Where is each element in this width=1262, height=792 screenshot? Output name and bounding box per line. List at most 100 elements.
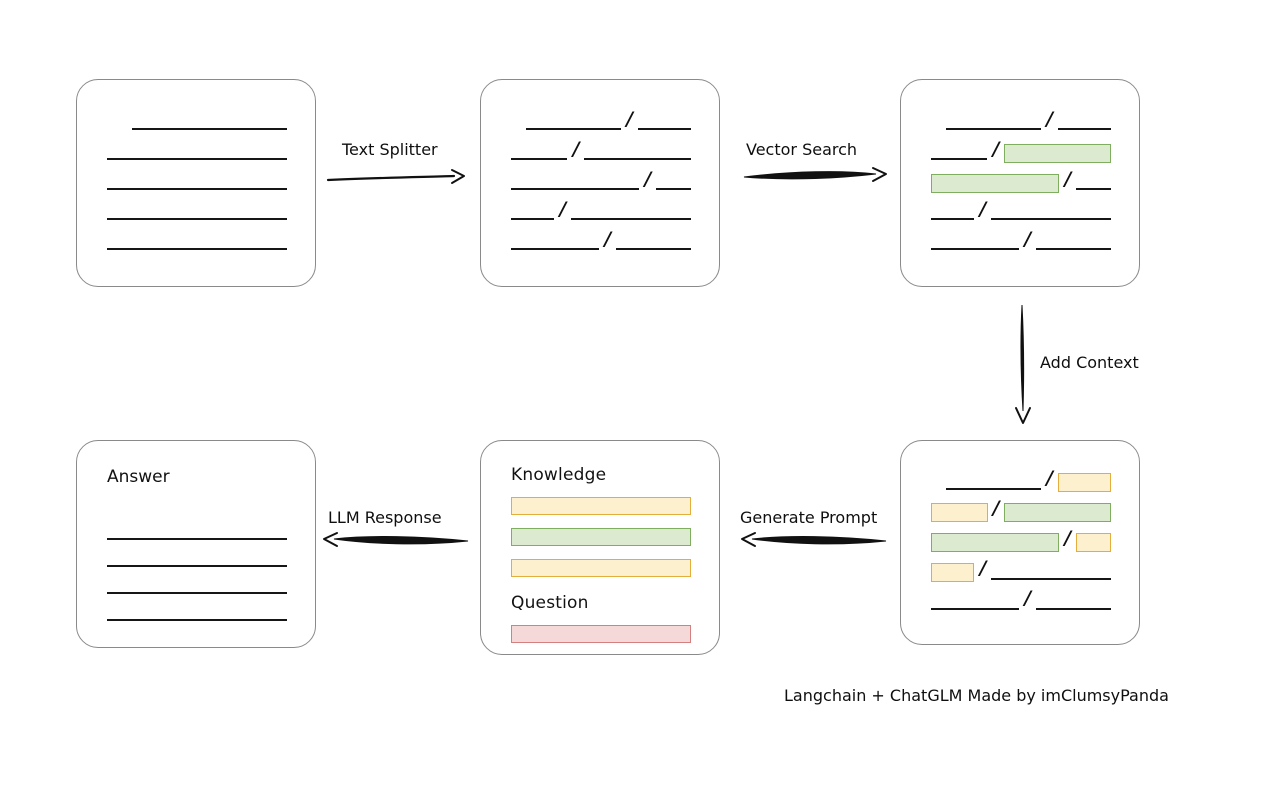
text-line-segment [511,206,555,220]
matched-chunks-rows: ///// [901,80,1139,286]
context-chunks-box: / / / / / [900,440,1140,645]
highlighted-segment-yellow [931,563,975,582]
text-line-segment [946,476,1042,490]
text-line-segment [1076,176,1111,190]
text-line-segment [656,176,691,190]
text-line-segment [616,236,691,250]
segment-separator: / [559,197,567,220]
arrow-right-icon [326,169,465,184]
segment-separator: / [979,557,987,579]
edge-add-context-label: Add Context [1040,353,1139,372]
arrow-left-curved-icon [741,532,887,547]
text-line-segment [107,176,287,190]
answer-text-line [107,513,287,540]
context-chunks-rows: / / / / / [901,441,1139,644]
document-row [107,108,287,138]
arrow-down-icon [1015,304,1031,424]
document-row: / [511,228,691,258]
text-line-segment [1058,116,1111,130]
edge-text-splitter: Text Splitter [326,140,466,190]
document-row [107,168,287,198]
answer-text-line [107,540,287,567]
segment-separator: / [1064,527,1072,549]
segment-separator: / [1046,107,1053,130]
highlighted-segment-yellow [931,503,988,522]
edge-llm-response-label: LLM Response [328,508,442,527]
prompt-inner: Knowledge Question [511,465,691,656]
split-chunks-rows: / / / / / [481,80,719,286]
segment-separator: / [992,497,1000,519]
text-line-segment [1036,596,1111,610]
document-row: / [511,168,691,198]
prompt-bar-yellow [511,559,691,577]
document-row [107,138,287,168]
highlighted-segment-yellow [1058,473,1111,492]
answer-text-line [107,594,287,621]
source-document-box [76,79,316,287]
text-line-segment [132,116,287,130]
knowledge-bars [511,497,691,577]
segment-separator: / [1046,467,1053,489]
edge-vector-search-label: Vector Search [746,140,858,159]
text-line-segment [571,206,691,220]
text-line-segment [931,146,988,160]
text-line-segment [107,236,287,250]
split-chunks-box: / / / / / [480,79,720,287]
segment-separator: / [604,227,612,250]
document-row [107,198,287,228]
segment-separator: / [1024,587,1032,609]
text-line-segment [107,206,287,220]
document-row: / [931,468,1111,498]
document-row: / [931,528,1111,558]
edge-generate-prompt-label: Generate Prompt [740,508,878,527]
segment-separator: / [992,137,1000,160]
text-line-segment [526,116,622,130]
edge-llm-response: LLM Response [320,508,470,558]
answer-lines [107,513,287,621]
highlighted-segment-green [931,173,1060,193]
prompt-bar-green [511,528,691,546]
document-row: / [931,498,1111,528]
highlighted-segment-green [931,533,1060,552]
question-label: Question [511,593,589,613]
document-row: / [511,198,691,228]
edge-text-splitter-label: Text Splitter [342,140,438,159]
answer-label: Answer [107,467,170,487]
highlighted-segment-yellow [1076,533,1111,552]
prompt-bar-red [511,625,691,643]
prompt-box: Knowledge Question [480,440,720,655]
segment-separator: / [626,107,633,130]
document-row [107,228,287,258]
highlighted-segment-green [1004,143,1111,163]
segment-separator: / [1024,227,1032,250]
text-line-segment [1036,236,1111,250]
document-row: / [931,228,1111,258]
text-line-segment [931,236,1020,250]
question-bars [511,625,691,643]
document-row: / [931,168,1111,198]
arrow-left-icon [323,532,469,547]
document-row: / [931,588,1111,618]
text-line-segment [991,566,1111,580]
prompt-bar-yellow [511,497,691,515]
document-row: / [931,108,1111,138]
text-line-segment [946,116,1042,130]
document-row: / [511,108,691,138]
answer-box: Answer [76,440,316,648]
document-row: / [931,198,1111,228]
text-line-segment [931,206,975,220]
text-line-segment [991,206,1111,220]
text-line-segment [511,176,640,190]
segment-separator: / [572,137,580,160]
knowledge-label: Knowledge [511,465,607,485]
footer-credit: Langchain + ChatGLM Made by imClumsyPand… [784,686,1169,705]
arrow-right-curved-icon [743,167,887,182]
edge-generate-prompt: Generate Prompt [738,508,888,558]
document-row: / [931,138,1111,168]
text-line-segment [931,596,1020,610]
answer-text-line [107,567,287,594]
source-document-rows [77,80,315,286]
edge-add-context: Add Context [1008,303,1168,428]
segment-separator: / [644,167,652,190]
document-row: / [931,558,1111,588]
